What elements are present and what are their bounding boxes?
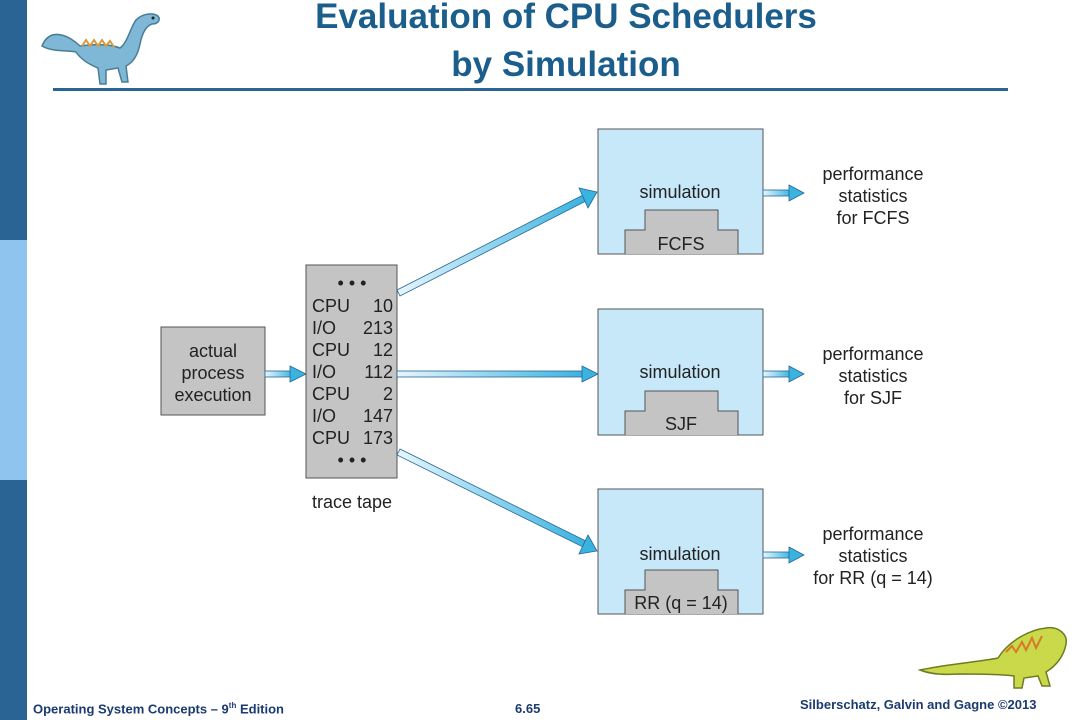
tape-op: I/O <box>312 318 336 338</box>
source-label-line: process <box>181 363 244 383</box>
tape-rows: CPU 10 I/O 213 CPU 12 I/O 112 CPU 2 I/O … <box>312 296 393 448</box>
tape-val: 12 <box>373 340 393 360</box>
fcfs-output-arrow <box>762 184 805 202</box>
algorithm-label: FCFS <box>658 234 705 254</box>
footer-book-title-sup: th <box>228 701 237 710</box>
slide-sidebar <box>0 0 27 720</box>
simulation-label: simulation <box>639 182 720 202</box>
tape-val: 173 <box>363 428 393 448</box>
sjf-output-arrow <box>762 365 805 383</box>
rr-output-line: performance <box>822 524 923 544</box>
tape-val: 147 <box>363 406 393 426</box>
sjf-output-line: performance <box>822 344 923 364</box>
fcfs-output-line: for FCFS <box>836 208 909 228</box>
sidebar-highlight <box>0 240 27 480</box>
algorithm-label: SJF <box>665 414 697 434</box>
trace-tape-caption: trace tape <box>312 492 392 512</box>
tape-val: 112 <box>364 362 393 382</box>
tape-op: I/O <box>312 362 336 382</box>
title-underline <box>53 88 1008 91</box>
tape-op: CPU <box>312 384 350 404</box>
rr-output-arrow <box>762 546 805 564</box>
rr-output-line: for RR (q = 14) <box>813 568 933 588</box>
source-to-tape-arrow <box>264 365 307 383</box>
footer-copyright: Silberschatz, Galvin and Gagne ©2013 <box>800 697 1037 712</box>
simulation-label: simulation <box>639 544 720 564</box>
trace-tape-box <box>305 264 398 479</box>
algorithm-label: RR (q = 14) <box>634 593 728 613</box>
simulation-box-fcfs <box>597 128 764 255</box>
footer-book-title-prefix: Operating System Concepts – 9 <box>33 701 229 717</box>
tape-ellipsis-bottom: • • • <box>338 450 367 470</box>
tape-ellipsis-top: • • • <box>338 273 367 293</box>
tape-to-fcfs-arrow <box>396 187 598 297</box>
footer-book-title: Operating System Concepts – 9th Edition <box>33 701 284 716</box>
tape-op: CPU <box>312 296 350 316</box>
footer-page-number: 6.65 <box>515 701 541 716</box>
tape-to-sjf-arrow <box>396 365 599 383</box>
tape-val: 213 <box>363 318 393 338</box>
tape-val: 10 <box>373 296 393 316</box>
tape-op: CPU <box>312 340 350 360</box>
rr-output-line: statistics <box>838 546 907 566</box>
tape-val: 2 <box>383 384 393 404</box>
source-label-line: execution <box>174 385 251 405</box>
sjf-output-line: statistics <box>838 366 907 386</box>
tape-op: CPU <box>312 428 350 448</box>
simulation-box-sjf <box>597 308 764 436</box>
dinosaur-icon <box>918 626 1067 689</box>
slide-title-line-1: Evaluation of CPU Schedulers <box>315 0 817 36</box>
slide-title-line-2: by Simulation <box>451 45 681 84</box>
tape-to-rr-arrow <box>396 448 598 555</box>
dinosaur-icon <box>41 13 160 85</box>
sjf-output-line: for SJF <box>844 388 902 408</box>
footer-book-title-suffix: Edition <box>236 701 285 717</box>
fcfs-output-line: statistics <box>838 186 907 206</box>
simulation-label: simulation <box>639 362 720 382</box>
simulation-box-rr <box>597 488 764 615</box>
tape-op: I/O <box>312 406 336 426</box>
source-label-line: actual <box>189 341 237 361</box>
source-box <box>160 326 266 416</box>
fcfs-output-line: performance <box>822 164 923 184</box>
